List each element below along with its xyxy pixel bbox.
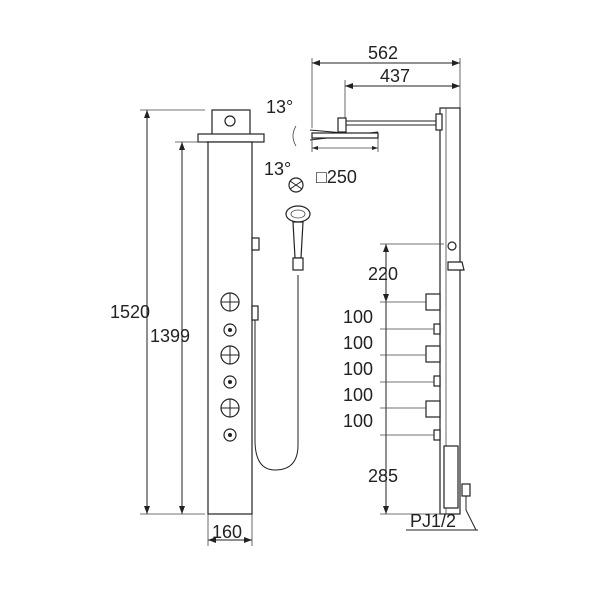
valve-knob-3 bbox=[220, 398, 240, 418]
top-knob bbox=[224, 115, 236, 127]
head-size-label: □250 bbox=[316, 167, 357, 187]
tilt-up-label: 13° bbox=[266, 97, 293, 117]
side-button-indicator bbox=[447, 241, 457, 251]
side-bottom-cover bbox=[443, 445, 459, 509]
pipe-leader bbox=[465, 496, 477, 531]
dim-spacing-5-label: 100 bbox=[343, 411, 373, 431]
dim-overhead-span bbox=[311, 58, 461, 128]
side-holder bbox=[447, 261, 465, 271]
dim-column-height-label: 1399 bbox=[150, 326, 190, 346]
valve-knob-2 bbox=[220, 345, 240, 365]
dim-total-height-label: 1520 bbox=[110, 302, 150, 322]
side-button bbox=[251, 237, 260, 251]
overhead-shower bbox=[292, 117, 440, 152]
shower-hose bbox=[254, 275, 299, 471]
pipe-connection-label: PJ1/2 bbox=[410, 511, 456, 531]
dim-column-height bbox=[175, 141, 206, 514]
hand-shower bbox=[285, 205, 311, 271]
side-panel-body bbox=[439, 107, 461, 515]
dim-spacing-bottom-label: 285 bbox=[368, 466, 398, 486]
tilt-arc bbox=[292, 125, 297, 147]
front-view bbox=[197, 109, 311, 515]
side-jet-2 bbox=[433, 375, 441, 387]
tilt-down-label: 13° bbox=[264, 159, 291, 179]
side-valve-2 bbox=[425, 345, 441, 363]
valve-knob-1 bbox=[220, 292, 240, 312]
head-section-icon bbox=[288, 177, 304, 193]
body-jet-2 bbox=[223, 375, 237, 389]
body-jet-3 bbox=[223, 428, 237, 442]
dim-spacing-3-label: 100 bbox=[343, 359, 373, 379]
dim-total-height bbox=[140, 109, 205, 515]
side-jet-1 bbox=[433, 323, 441, 335]
dim-overhead-span-label: 562 bbox=[368, 43, 398, 63]
dim-panel-width bbox=[207, 514, 253, 546]
side-top-mount bbox=[435, 113, 443, 131]
side-jet-3 bbox=[433, 429, 441, 441]
side-view bbox=[406, 107, 478, 531]
side-valve-3 bbox=[425, 400, 441, 418]
top-plate bbox=[197, 133, 265, 143]
dim-spacing-top-label: 220 bbox=[368, 264, 398, 284]
dim-panel-width-label: 160 bbox=[212, 522, 242, 542]
dim-spacing-4-label: 100 bbox=[343, 385, 373, 405]
dim-spacing-1-label: 100 bbox=[343, 307, 373, 327]
hose-outlet bbox=[251, 305, 259, 321]
arm-joint bbox=[337, 117, 347, 133]
pipe-fitting bbox=[461, 483, 471, 497]
dim-arm-length bbox=[344, 80, 460, 118]
body-jet-1 bbox=[223, 323, 237, 337]
side-valve-1 bbox=[425, 293, 441, 311]
dim-spacing-2-label: 100 bbox=[343, 333, 373, 353]
dim-spacing-chain bbox=[380, 243, 444, 515]
dim-arm-length-label: 437 bbox=[380, 66, 410, 86]
shower-head bbox=[311, 132, 379, 139]
